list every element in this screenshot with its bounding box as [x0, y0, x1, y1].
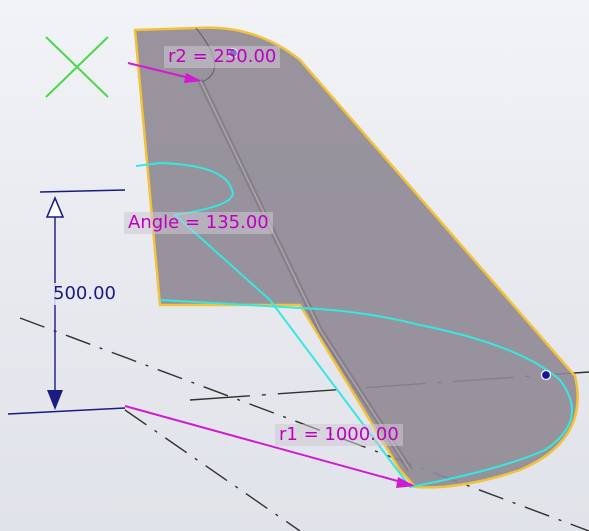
height-arrow-top [45, 195, 65, 218]
r1-arrowhead [396, 477, 415, 488]
centerline-lower [124, 409, 301, 531]
height-dimension-label[interactable]: 500.00 [50, 283, 119, 305]
height-arrow-bottom [47, 390, 63, 410]
base-reference-line [7, 407, 126, 415]
r2-dimension-label[interactable]: r2 = 250.00 [164, 46, 281, 68]
angle-dimension-label[interactable]: Angle = 135.00 [124, 212, 273, 234]
loft-surface[interactable] [133, 26, 579, 489]
handle-dot-right[interactable] [540, 369, 552, 381]
r2-arrowhead [184, 73, 202, 83]
fold-line [199, 79, 411, 471]
r1-dimension-label[interactable]: r1 = 1000.00 [275, 424, 403, 446]
profile-curve[interactable] [135, 161, 573, 489]
r1-dimension-line [124, 405, 413, 486]
origin-cross-icon [45, 36, 109, 98]
